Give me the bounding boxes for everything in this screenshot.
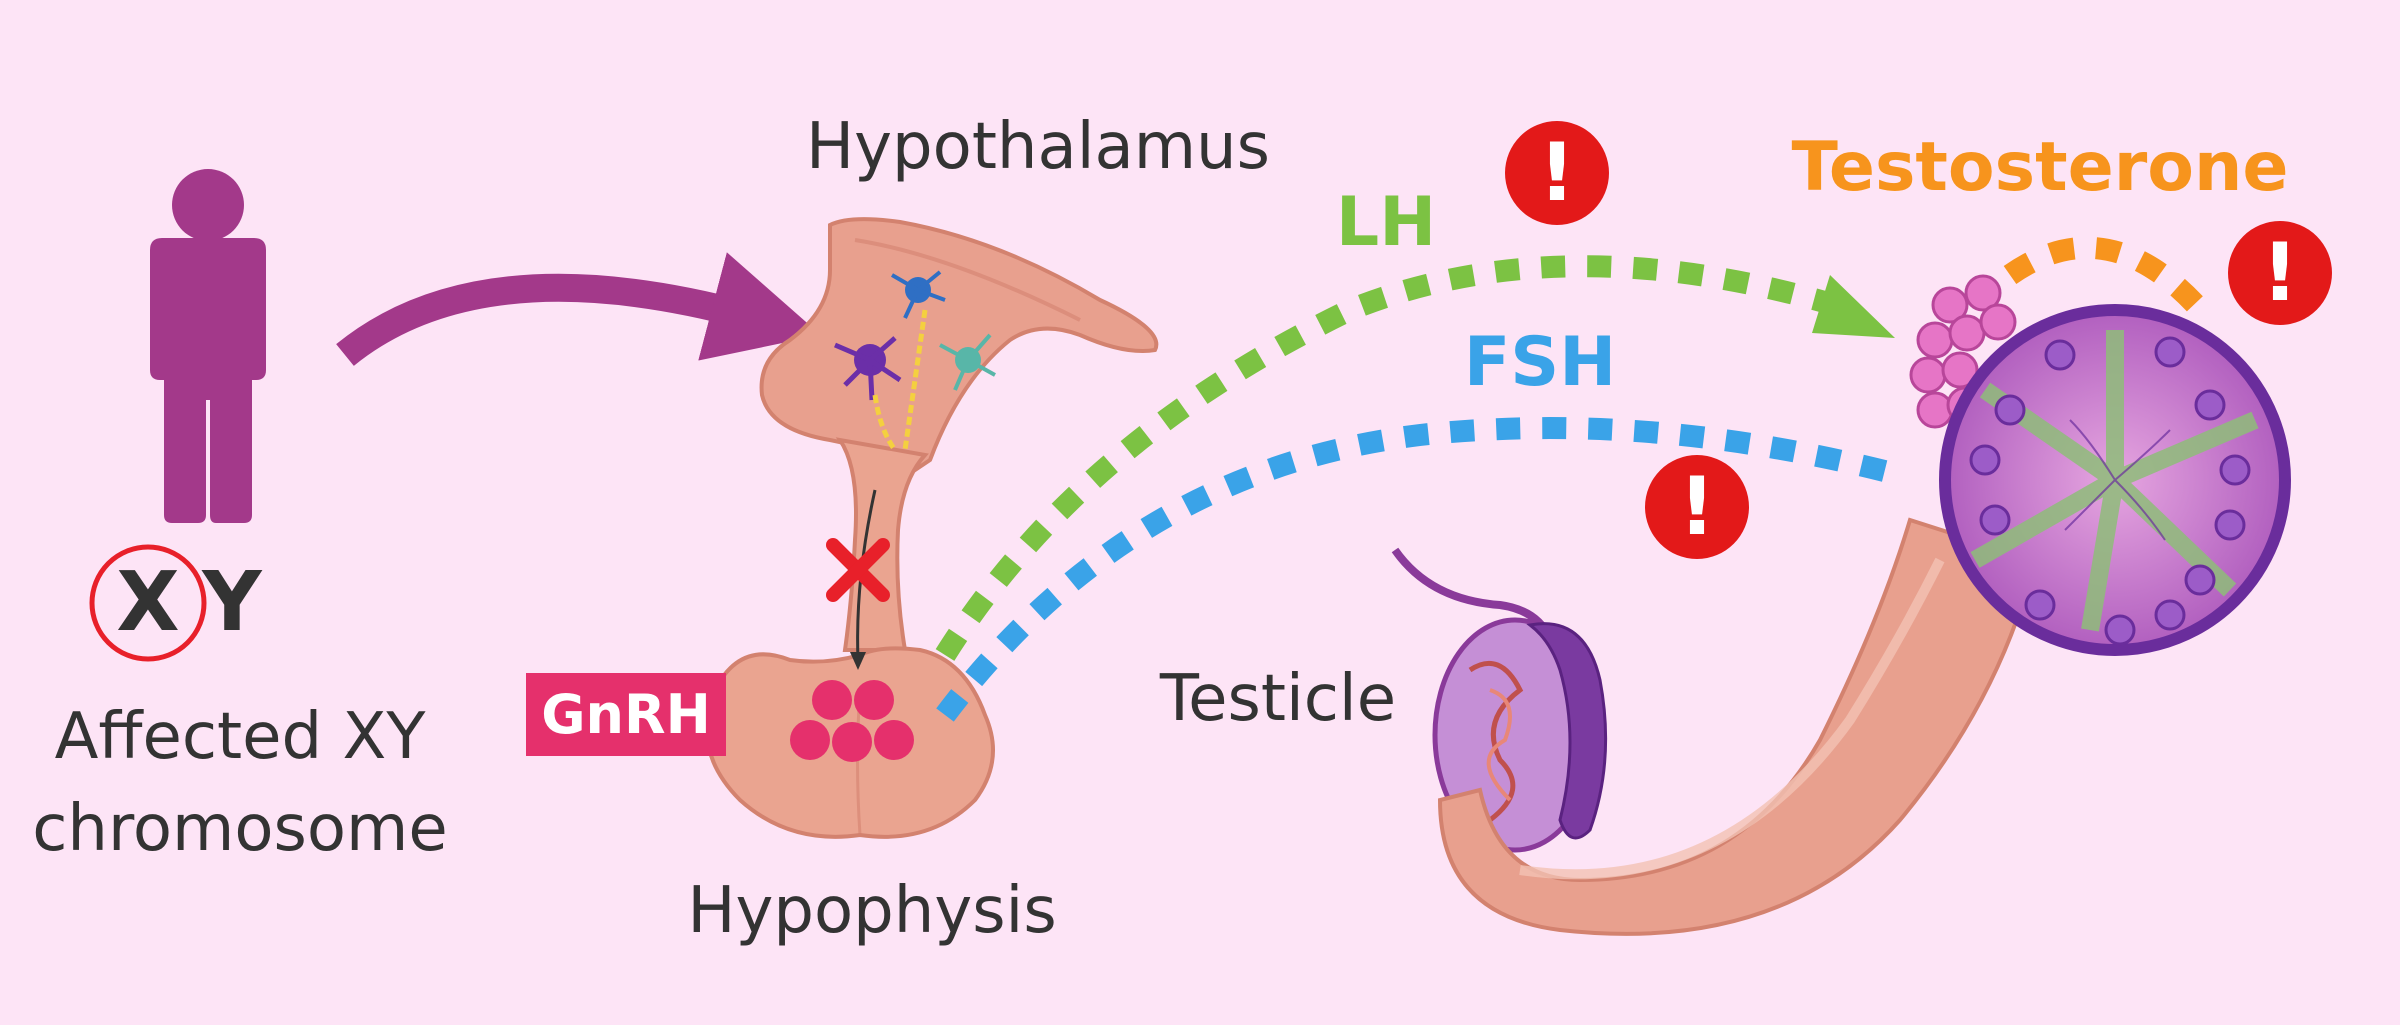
neuron-blue bbox=[891, 270, 946, 319]
neuron-teal bbox=[939, 333, 996, 391]
alert-icon-testosterone: ! bbox=[2228, 221, 2332, 325]
svg-text:!: ! bbox=[2262, 226, 2298, 319]
tubule-cross-section bbox=[1909, 274, 2291, 656]
lh-arrowhead bbox=[1812, 275, 1895, 338]
testicle bbox=[1391, 517, 2038, 936]
alert-icon-fsh: ! bbox=[1645, 455, 1749, 559]
testicle-label: Testicle bbox=[1159, 662, 1396, 736]
fsh-pathway bbox=[936, 417, 1903, 722]
hypothalamus-hypophysis bbox=[704, 217, 1159, 839]
gnrh-label: GnRH bbox=[541, 683, 711, 746]
affected-x-circle bbox=[89, 544, 207, 662]
hormone-dots bbox=[790, 680, 914, 762]
caption-line-2: chromosome bbox=[32, 792, 448, 866]
testosterone-pathway bbox=[2003, 236, 2214, 323]
svg-text:!: ! bbox=[1539, 126, 1575, 219]
hypothalamus-label: Hypothalamus bbox=[806, 110, 1270, 184]
neuron-purple bbox=[834, 336, 902, 401]
chromosome-y-label: Y bbox=[201, 555, 263, 650]
lh-pathway bbox=[935, 255, 1839, 661]
leydig-cells bbox=[1909, 274, 2017, 429]
chromosome-x-label: X bbox=[116, 555, 179, 650]
block-cross-icon bbox=[826, 538, 890, 602]
alert-icon-lh: ! bbox=[1505, 121, 1609, 225]
caption-line-1: Affected XY bbox=[55, 700, 427, 774]
axon-yellow bbox=[872, 309, 928, 452]
testosterone-label: Testosterone bbox=[1791, 128, 2288, 207]
hypophysis-label: Hypophysis bbox=[687, 874, 1056, 948]
lh-label: LH bbox=[1336, 183, 1436, 262]
gnrh-box bbox=[526, 673, 726, 756]
person-icon bbox=[150, 169, 266, 523]
fsh-label: FSH bbox=[1464, 323, 1616, 402]
signal-arrow bbox=[336, 252, 821, 366]
svg-text:!: ! bbox=[1679, 460, 1715, 553]
chromosome-xy: X Y bbox=[89, 544, 263, 662]
